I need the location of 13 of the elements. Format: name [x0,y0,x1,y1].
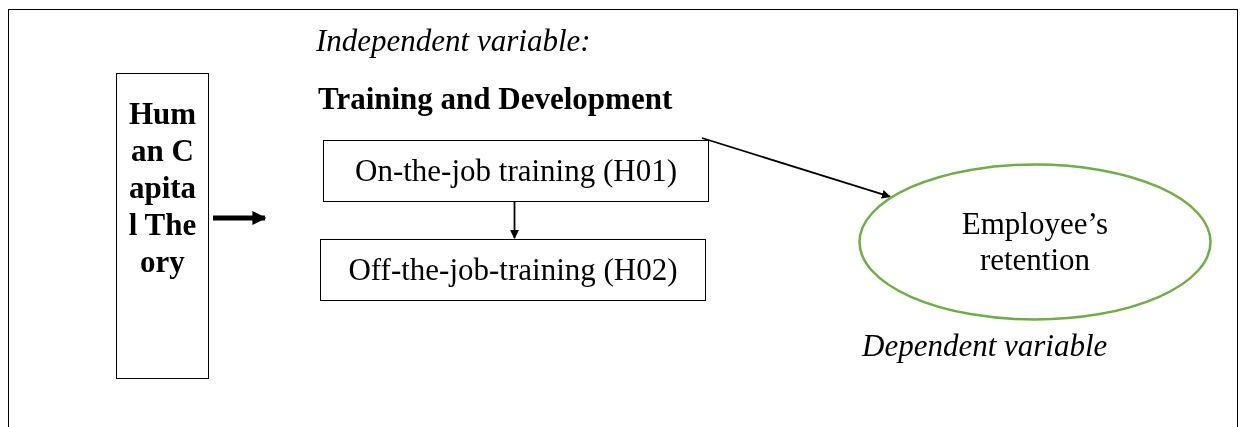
variable-caption: Dependent variable [862,328,1108,364]
arrow [701,137,891,199]
arrow [213,211,267,225]
node-text: Employee’s retention [960,206,1110,278]
concept-box [320,239,706,301]
arrow [510,201,519,239]
node-text: Off-the-job-training (H02) [348,252,678,288]
variable-caption: Independent variable: [316,23,591,59]
concept-box [116,73,209,379]
concept-box [323,140,709,202]
node-text: On-the-job training (H01) [355,153,677,189]
group-heading: Training and Development [318,81,673,117]
node-text: Human Capital Theory [127,96,198,281]
